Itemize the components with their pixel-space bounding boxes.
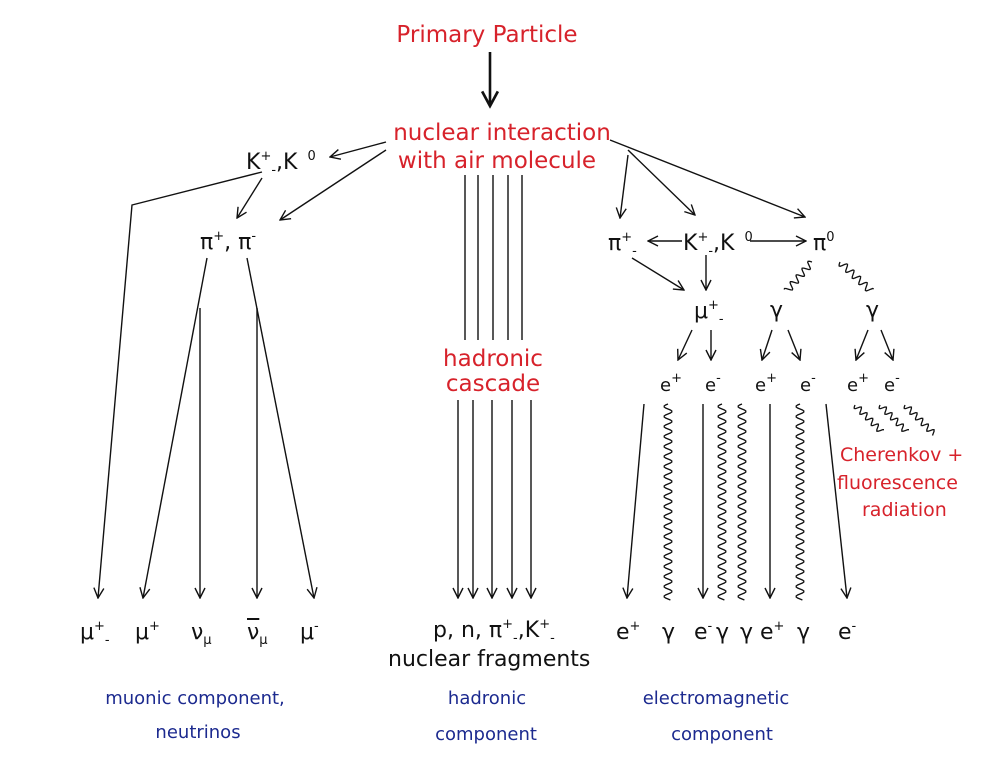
em-arrow-eminus-2	[825, 403, 847, 598]
arrow-gamma2-to-eplus	[856, 329, 869, 360]
em-wave-gamma-4	[795, 403, 805, 601]
bottom-em-item: γ	[716, 620, 730, 645]
arrow-gamma1-to-eplus	[762, 329, 773, 360]
bottom-em-item: γ	[797, 620, 811, 645]
cherenkov-wave-3	[903, 404, 935, 436]
em-component-line1: electromagnetic	[642, 688, 790, 709]
pions-left-label: π+, π-	[200, 229, 257, 255]
bottom-em-item: e+	[616, 619, 641, 645]
gamma-2-label: γ	[866, 298, 880, 323]
arrow-kaons-to-pions	[237, 177, 263, 218]
muonic-component-line2: neutrinos	[155, 722, 241, 743]
em-wave-gamma-1	[663, 403, 673, 601]
cherenkov-wave-1	[853, 404, 884, 432]
arrow-to-kaons-left	[330, 141, 387, 157]
bottom-hadrons-line2: nuclear fragments	[388, 647, 591, 672]
hadronic-component-line2: component	[435, 724, 537, 745]
bottom-muon-minus: μ-	[300, 619, 319, 645]
cherenkov-line3: radiation	[862, 499, 947, 521]
bottom-nu-mu: νμ	[191, 620, 212, 648]
e-row-item: e-	[705, 371, 721, 396]
em-component-line2: component	[671, 724, 773, 745]
em-wave-gamma-3	[737, 403, 747, 601]
bottom-muon-pm: μ+-	[80, 619, 110, 648]
bottom-em-item: e+	[760, 619, 785, 645]
interaction-label-line2: with air molecule	[397, 148, 597, 174]
e-row-item: e-	[884, 371, 900, 396]
e-row-item: e+	[755, 371, 777, 396]
interaction-label-line1: nuclear interaction	[393, 120, 611, 146]
wave-pizero-gamma2	[838, 261, 874, 292]
cherenkov-line1: Cherenkov +	[840, 444, 964, 466]
hadronic-cascade-line1: hadronic	[443, 346, 543, 372]
arrow-gamma1-to-eminus	[787, 329, 800, 360]
bottom-em-item: γ	[662, 620, 676, 645]
e-row-item: e-	[800, 371, 816, 396]
pion-zero-label: π0	[813, 230, 835, 256]
arrow-to-pion-right	[620, 154, 629, 218]
bottom-em-item: γ	[740, 620, 754, 645]
muon-mid-label: μ+-	[694, 298, 724, 327]
arrow-pion-to-muplus	[143, 257, 208, 598]
bottom-em-item: e-	[838, 619, 857, 645]
arrow-to-pions-left-b	[280, 149, 387, 220]
arrow-muon-to-eplus	[678, 329, 693, 360]
bottom-hadrons-line1: p, n, π+-,K+-	[433, 617, 555, 646]
arrow-kaons-to-muon	[98, 171, 263, 598]
cherenkov-wave-2	[878, 404, 909, 432]
em-wave-gamma-2	[717, 403, 727, 601]
arrow-to-pion-zero	[609, 139, 805, 217]
em-arrow-eplus	[627, 403, 645, 598]
bottom-muon-plus: μ+	[135, 619, 160, 645]
hadronic-cascade-line2: cascade	[445, 371, 541, 397]
pion-right-label: π+-	[608, 230, 637, 259]
muonic-component-line1: muonic component,	[105, 688, 285, 709]
gamma-1-label: γ	[770, 298, 784, 323]
cherenkov-line2: fluorescence	[837, 472, 958, 494]
bottom-nu-mu-bar: νμ	[247, 620, 268, 648]
arrow-pion-to-muminus	[246, 257, 314, 598]
arrow-to-kaons-right	[627, 149, 695, 215]
wave-pizero-gamma1	[783, 260, 813, 291]
bottom-em-item: e-	[694, 619, 713, 645]
hadronic-component-line1: hadronic	[447, 688, 527, 709]
arrow-pion-to-muon	[631, 257, 684, 290]
arrow-gamma2-to-eminus	[880, 329, 893, 360]
primary-particle-label: Primary Particle	[396, 22, 578, 48]
e-row-item: e+	[847, 371, 869, 396]
e-row-item: e+	[660, 371, 682, 396]
